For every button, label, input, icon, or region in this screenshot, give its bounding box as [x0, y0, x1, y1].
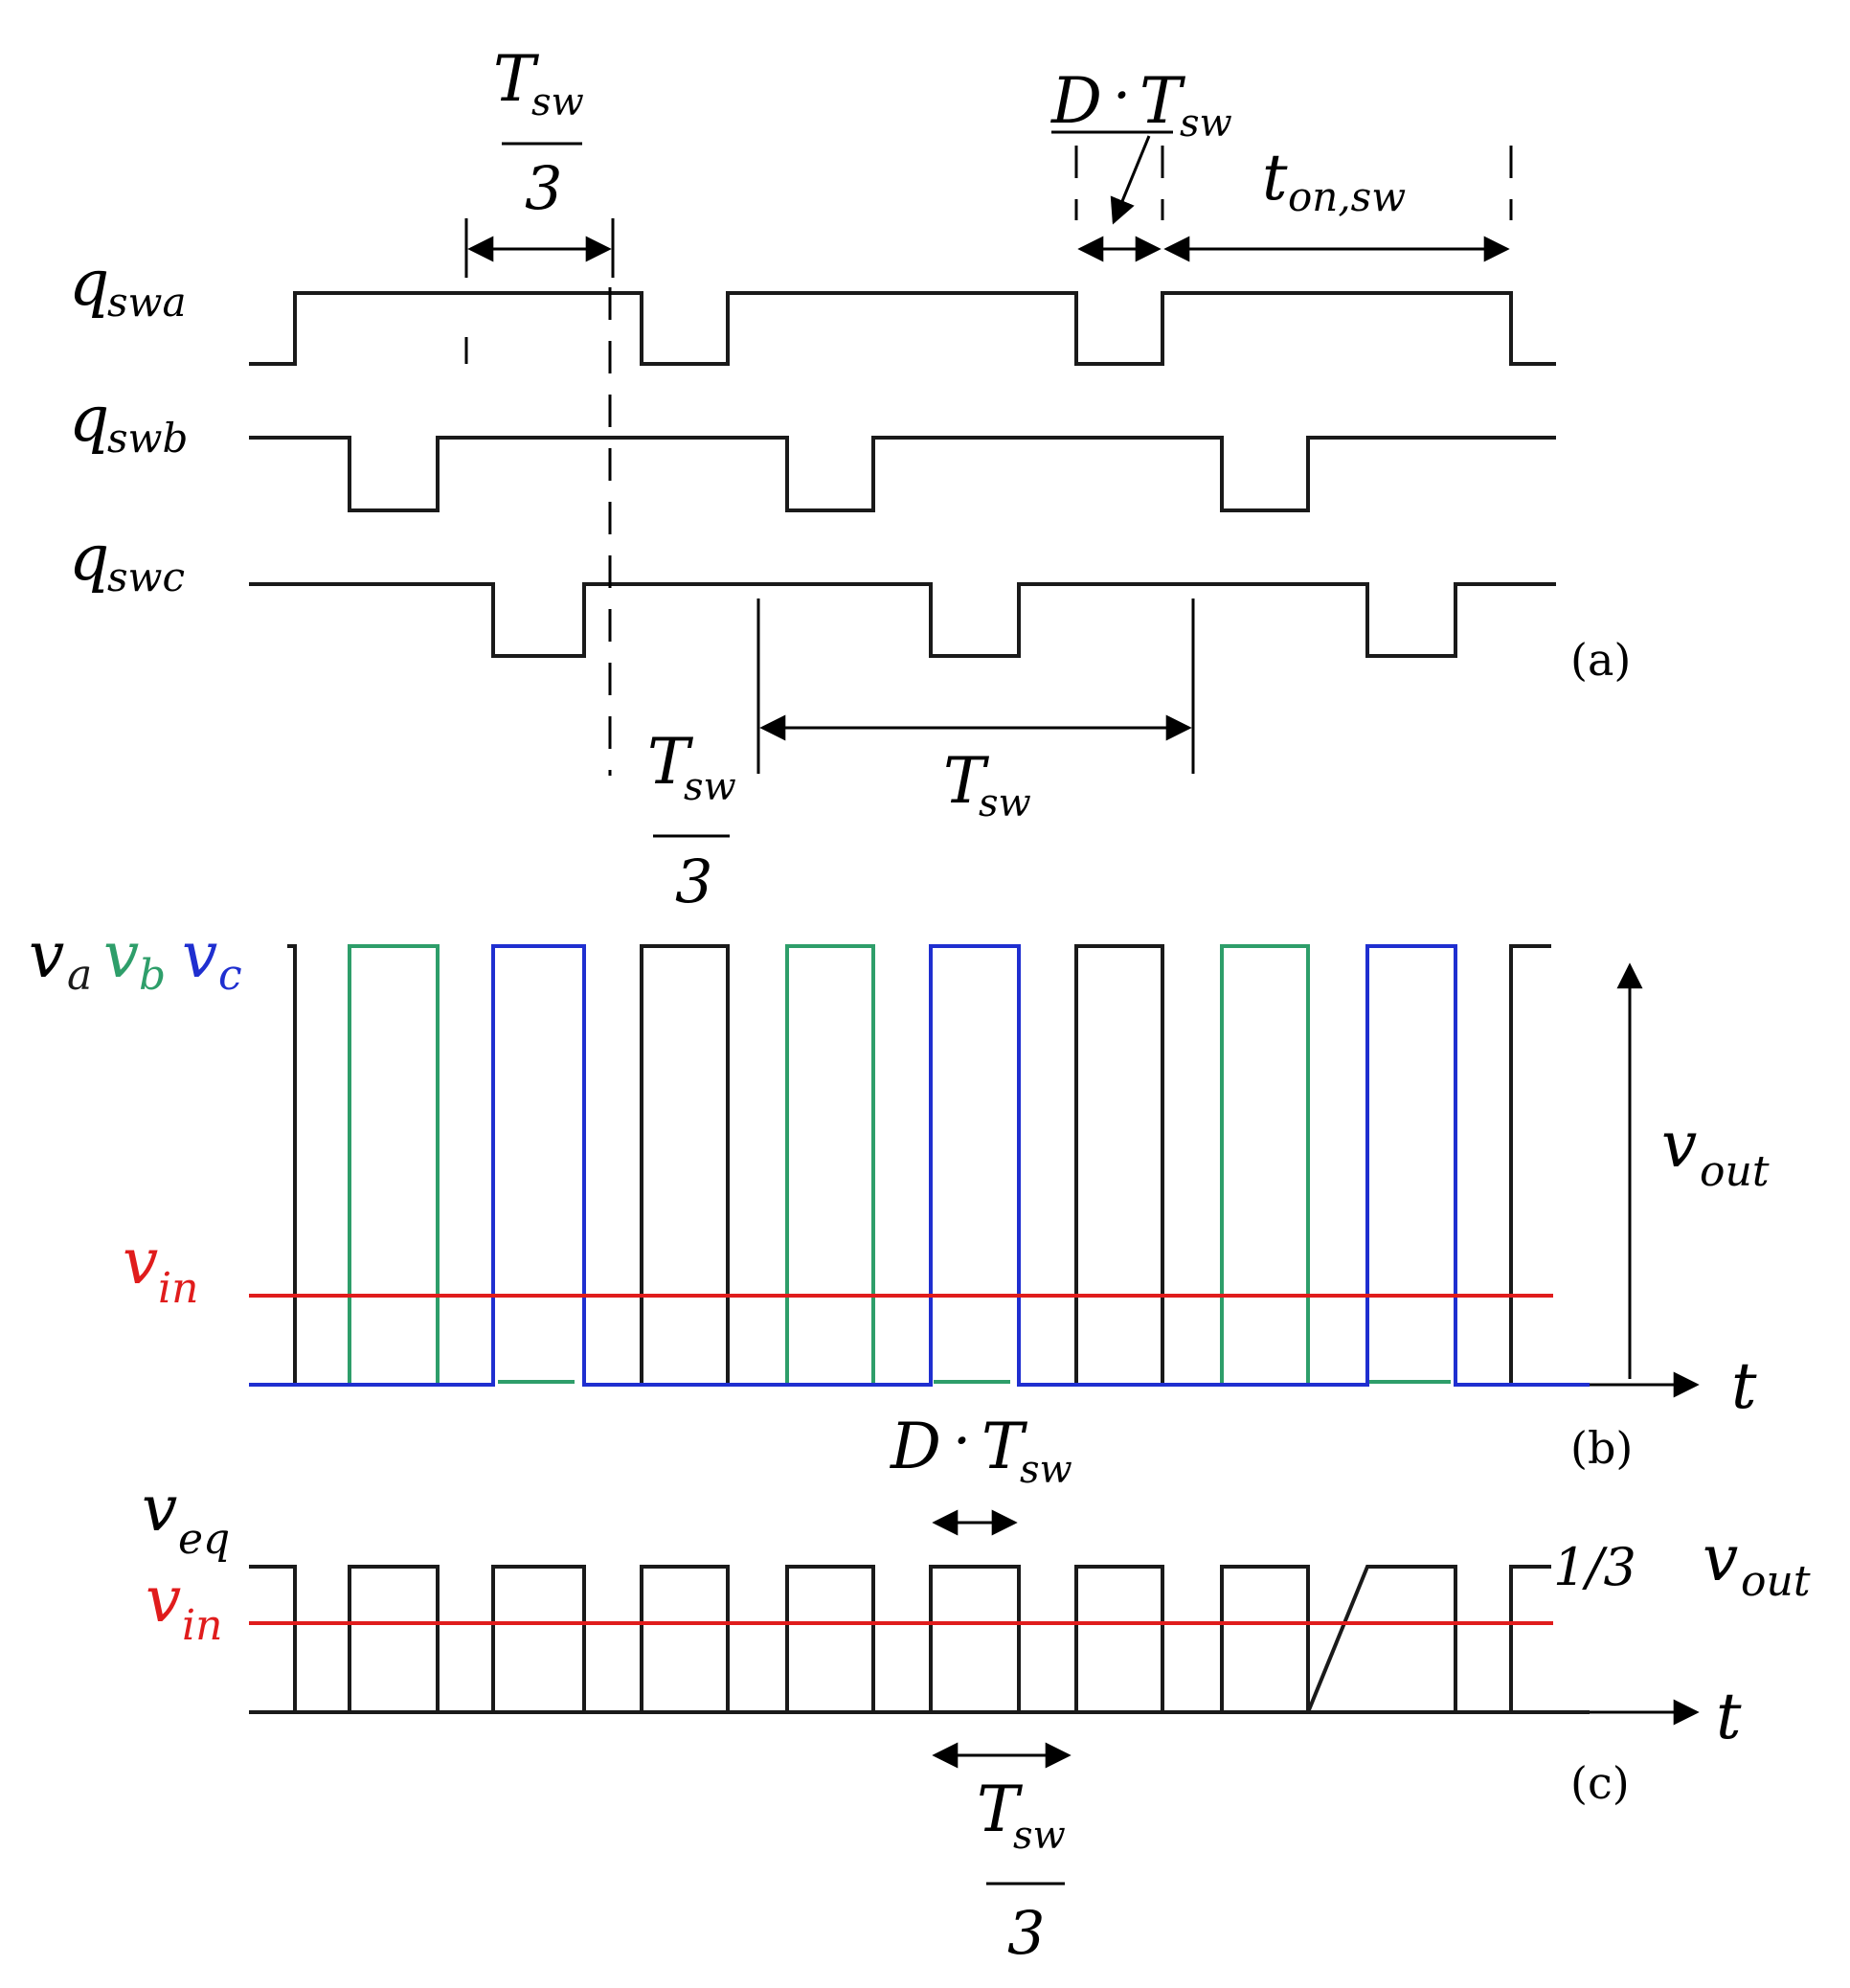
ton-sw-sub: on,sw	[1288, 173, 1406, 220]
q-swc-base: q	[69, 521, 109, 595]
va-label: v a	[29, 918, 92, 1000]
q-swa-label: q swa	[69, 246, 187, 326]
third-vout-label: 1/3 v out	[1553, 1522, 1811, 1606]
q-swa-base: q	[69, 246, 109, 320]
vout-sub: out	[1700, 1147, 1770, 1196]
q-swc-label: q swc	[69, 521, 185, 600]
d-tsw-b-D: D	[890, 1410, 941, 1483]
third-vout-base: v	[1703, 1522, 1738, 1595]
va-waveform	[287, 944, 1551, 1384]
d-tsw-top-annotation: D · T sw	[1050, 62, 1232, 225]
q-swa-waveform	[249, 291, 1556, 366]
vin-b-base: v	[123, 1225, 158, 1299]
d-tsw-b-T: T	[981, 1410, 1028, 1483]
tsw-third-top-T: T	[493, 42, 540, 116]
veq-label: v eq	[142, 1472, 230, 1564]
vc-waveform	[249, 944, 1590, 1387]
tsw-third-bottom-T: T	[977, 1773, 1024, 1846]
vc-base: v	[182, 918, 217, 992]
q-swc-waveform	[249, 582, 1556, 658]
tsw-third-bottom-den: 3	[1007, 1898, 1045, 1968]
panel-c-label: (c)	[1570, 1757, 1630, 1809]
tsw-third-mid-sub: sw	[684, 765, 736, 809]
d-tsw-top-dot: ·	[1113, 62, 1131, 129]
tsw-third-mid-den: 3	[675, 847, 712, 916]
q-swb-waveform	[249, 436, 1556, 512]
vb-label: v b	[103, 918, 166, 1000]
tsw-period-sub: sw	[979, 781, 1031, 825]
panel-b-label: (b)	[1570, 1422, 1633, 1474]
vin-label-b: v in	[123, 1225, 198, 1313]
vin-label-c: v in	[146, 1563, 222, 1650]
q-swa-sub: swa	[107, 279, 187, 326]
tsw-third-bottom-sub: sw	[1013, 1814, 1066, 1858]
panel-a-label: (a)	[1570, 634, 1631, 686]
tsw-third-mid-annotation: T sw 3	[647, 725, 736, 916]
tsw-period-T: T	[943, 744, 990, 818]
third-vout-sub: out	[1741, 1557, 1811, 1606]
q-swb-label: q swb	[69, 382, 188, 462]
vb-sub: b	[139, 951, 166, 1000]
vc-sub: c	[218, 951, 242, 1000]
q-swc-sub: swc	[107, 553, 185, 600]
t-axis-c-label: t	[1716, 1680, 1742, 1753]
va-sub: a	[67, 951, 92, 1000]
ton-sw-label: t on,sw	[1262, 141, 1406, 220]
tsw-third-mid-T: T	[647, 725, 694, 799]
veq-sub: eq	[178, 1515, 230, 1564]
d-tsw-b-sub: sw	[1020, 1448, 1072, 1492]
d-tsw-top-T: T	[1139, 64, 1186, 138]
d-tsw-pointer-arrow	[1110, 135, 1151, 225]
vin-b-sub: in	[158, 1264, 198, 1313]
veq-base: v	[142, 1472, 177, 1546]
vb-base: v	[103, 918, 139, 992]
d-tsw-top-sub: sw	[1180, 102, 1232, 146]
t-axis-b-label: t	[1731, 1349, 1757, 1423]
veq-waveform	[249, 1565, 1551, 1714]
vb-waveform	[348, 944, 1451, 1384]
vin-c-sub: in	[182, 1601, 222, 1650]
q-swb-base: q	[69, 382, 109, 456]
d-tsw-b-annotation: D · T sw	[890, 1408, 1072, 1492]
tsw-period-label: T sw	[943, 744, 1031, 825]
vout-base: v	[1661, 1108, 1697, 1182]
vout-label: v out	[1661, 1108, 1770, 1196]
ton-sw-t: t	[1262, 141, 1288, 215]
third-vout-prefix: 1/3	[1553, 1537, 1636, 1597]
vc-label: v c	[182, 918, 242, 1000]
va-base: v	[29, 918, 64, 992]
tsw-third-top-sub: sw	[531, 80, 584, 124]
tsw-third-top-den: 3	[525, 153, 562, 223]
d-tsw-top-D: D	[1050, 64, 1102, 138]
tsw-third-top-annotation: T sw 3	[464, 42, 615, 278]
q-swb-sub: swb	[107, 415, 188, 462]
d-tsw-b-dot: ·	[953, 1408, 971, 1475]
vin-c-base: v	[146, 1563, 181, 1637]
tsw-third-bottom-annotation: T sw 3	[977, 1773, 1066, 1968]
